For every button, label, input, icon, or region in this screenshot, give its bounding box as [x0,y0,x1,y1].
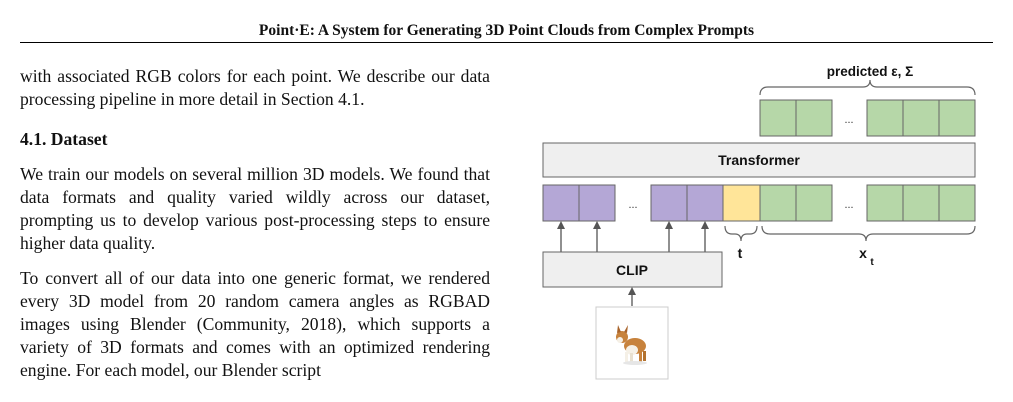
input-image [595,306,669,380]
dataset-paragraph-1: We train our models on several million 3… [20,164,490,253]
clip-token [686,184,724,222]
output-token [866,99,904,137]
point-token [795,184,833,222]
clip-arrows [557,221,709,252]
clip-ellipsis: ... [629,197,638,211]
architecture-figure: predicted ε, Σ ... Transformer ... ... [540,60,980,385]
point-token [759,184,797,222]
running-header: Point·E: A System for Generating 3D Poin… [258,22,755,39]
section-heading: 4.1. Dataset [20,129,108,149]
output-token [902,99,940,137]
point-token [938,184,976,222]
transformer-block [542,142,976,178]
clip-token [542,184,580,222]
output-label: predicted ε, Σ [827,64,914,79]
point-token [902,184,940,222]
corgi-icon [616,325,647,365]
text-column: with associated RGB colors for each poin… [20,65,490,382]
timestep-brace [724,225,758,242]
output-token [759,99,797,137]
architecture-diagram: predicted ε, Σ ... Transformer ... ... [542,64,976,380]
header-rule [20,42,993,43]
clip-token [578,184,616,222]
output-brace [759,79,976,96]
points-label: x [859,245,867,261]
point-ellipsis: ... [845,197,854,211]
clip-label: CLIP [616,262,648,278]
output-ellipsis: ... [845,112,854,126]
input-tokens: ... ... [542,184,976,222]
timestep-label: t [738,245,743,261]
intro-paragraph: with associated RGB colors for each poin… [20,66,490,109]
transformer-label: Transformer [718,152,800,168]
dataset-paragraph-2: To convert all of our data into one gene… [20,268,490,380]
points-subscript: t [870,257,874,268]
clip-token [650,184,688,222]
output-token [938,99,976,137]
point-token [866,184,904,222]
timestep-token [722,184,761,222]
output-tokens: ... [759,99,976,137]
points-brace [761,225,976,242]
output-token [795,99,833,137]
